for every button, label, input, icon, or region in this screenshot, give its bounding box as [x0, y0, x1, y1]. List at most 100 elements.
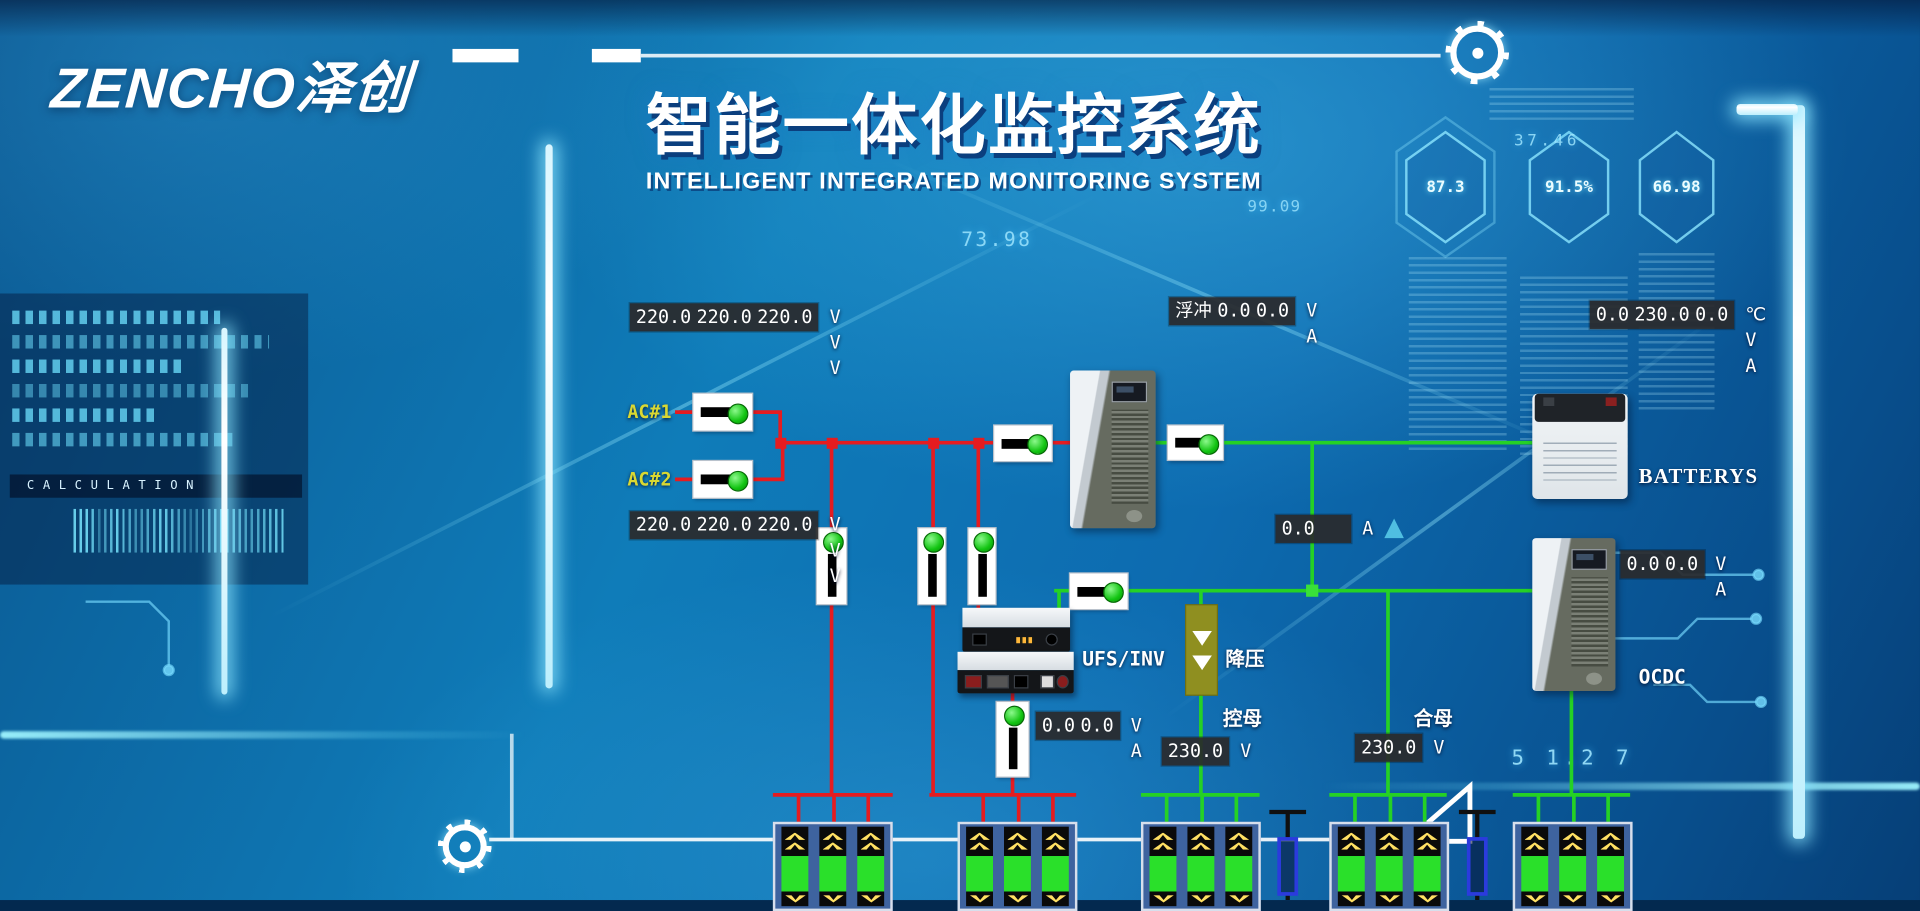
ac2-label: AC#2 — [627, 468, 672, 491]
feeder-bank-1 — [772, 821, 893, 911]
value: 0.0 — [1595, 303, 1630, 326]
unit: A — [1745, 354, 1757, 377]
unit: V — [829, 357, 841, 380]
rectifier-module — [1070, 370, 1156, 529]
value: 220.0 — [635, 513, 692, 536]
bank-cell — [1597, 826, 1625, 907]
ac1-label: AC#1 — [627, 401, 672, 424]
control-bus-voltage-readout: 230.0 V — [1161, 737, 1252, 766]
breaker-feeder-3[interactable] — [968, 528, 996, 605]
ac1-voltage-readout: 220.0 220.0 220.0 V V V — [629, 303, 841, 381]
breaker-ac2[interactable] — [693, 461, 753, 498]
value: 0.0 — [1281, 517, 1315, 540]
breaker-status-closed-icon — [822, 531, 844, 553]
value: 230.0 — [1167, 739, 1224, 762]
breaker-feeder-1[interactable] — [816, 528, 847, 605]
bank-cell — [1187, 826, 1215, 907]
bank-cell — [857, 826, 885, 907]
bus-current-readout: 0.0 A — [1275, 514, 1404, 543]
bank-cell — [1004, 826, 1031, 907]
value: 220.0 — [757, 305, 813, 328]
battery-bank-2 — [1329, 821, 1450, 911]
bank-cell — [1521, 826, 1549, 907]
down-arrow-icon — [1191, 630, 1212, 646]
battery-device — [1532, 393, 1628, 499]
red-junctions — [775, 437, 985, 449]
green-junction — [1306, 584, 1319, 597]
down-arrow-icon — [1191, 654, 1212, 670]
value: 230.0 — [1361, 736, 1417, 759]
value: 0.0 — [1665, 552, 1699, 575]
unit: V — [1715, 552, 1727, 575]
breaker-rectifier-input[interactable] — [994, 425, 1052, 462]
unit: V — [829, 539, 841, 562]
unit: V — [829, 331, 841, 354]
bank-cell — [1559, 826, 1587, 907]
battery-label: BATTERYS — [1638, 464, 1759, 488]
breaker-ups-input[interactable] — [1070, 573, 1128, 610]
unit: V — [829, 513, 841, 536]
page-subtitle: INTELLIGENT INTEGRATED MONITORING SYSTEM — [645, 168, 1262, 195]
ocdc-module — [1532, 538, 1616, 691]
breaker-feeder-2[interactable] — [918, 528, 946, 605]
control-bus-label: 控母 — [1222, 706, 1263, 731]
battery-bank-3 — [1512, 821, 1633, 911]
value: 230.0 — [1634, 303, 1690, 326]
breaker-status-closed-icon — [1003, 705, 1025, 727]
bank-cell — [1375, 826, 1403, 907]
breaker-status-closed-icon — [1027, 434, 1049, 455]
battery-bank-1 — [1140, 821, 1261, 911]
breaker-status-closed-icon — [922, 531, 944, 553]
closing-bus-voltage-readout: 230.0 V — [1354, 733, 1445, 762]
ac-red-wires — [675, 410, 1077, 824]
breaker-ac1[interactable] — [693, 393, 753, 431]
breaker-status-closed-icon — [727, 402, 749, 424]
unit: ℃ — [1745, 303, 1767, 326]
page-title: 智能一体化监控系统 — [645, 89, 1263, 163]
bank-cell — [966, 826, 993, 907]
closing-bus-label: 合母 — [1413, 706, 1453, 731]
value: 0.0 — [1080, 714, 1114, 737]
bank-cell — [1149, 826, 1177, 907]
unit: V — [829, 305, 841, 328]
unit: V — [1130, 714, 1142, 737]
bank-cell — [781, 826, 809, 907]
unit: V — [1745, 328, 1757, 351]
unit: V — [1433, 736, 1445, 759]
feeder-bank-2 — [957, 821, 1078, 911]
breaker-status-closed-icon — [727, 470, 749, 491]
value: 0.0 — [1217, 299, 1251, 322]
unit: A — [1130, 739, 1142, 762]
breaker-status-closed-icon — [1103, 582, 1124, 603]
breaker-battery[interactable] — [1167, 425, 1223, 460]
ocdc-readout: 0.0 0.0 V A — [1620, 550, 1726, 603]
value: 0.0 — [1695, 303, 1729, 326]
value: 220.0 — [696, 513, 752, 536]
unit: A — [1306, 325, 1318, 348]
ac2-voltage-readout: 220.0 220.0 220.0 V V V — [629, 511, 841, 589]
value: 220.0 — [635, 305, 692, 328]
flow-direction-icon — [1384, 518, 1404, 539]
ups-unit-top — [962, 607, 1071, 652]
ups-readout: 0.0 0.0 V A — [1035, 711, 1142, 765]
float-charge-readout: 浮冲 0.0 0.0 V A — [1169, 297, 1317, 350]
unit: V — [829, 564, 841, 587]
bank-cell — [1413, 826, 1441, 907]
bank-cell — [819, 826, 847, 907]
readout-title: 浮冲 — [1175, 299, 1212, 322]
bank-cell — [1337, 826, 1365, 907]
breaker-status-closed-icon — [1198, 433, 1220, 455]
unit: A — [1715, 578, 1727, 601]
value: 0.0 — [1255, 299, 1290, 322]
unit: V — [1240, 739, 1252, 762]
stepdown-label: 降压 — [1225, 646, 1265, 671]
unit: V — [1306, 299, 1318, 322]
breaker-ups-output[interactable] — [996, 701, 1029, 777]
value: 220.0 — [757, 513, 813, 536]
battery-temp-voltage-readout: 0.0 230.0 0.0 ℃ V A — [1589, 300, 1767, 379]
value: 220.0 — [696, 305, 752, 328]
ups-unit-bottom — [957, 651, 1074, 694]
unit: A — [1362, 517, 1374, 540]
